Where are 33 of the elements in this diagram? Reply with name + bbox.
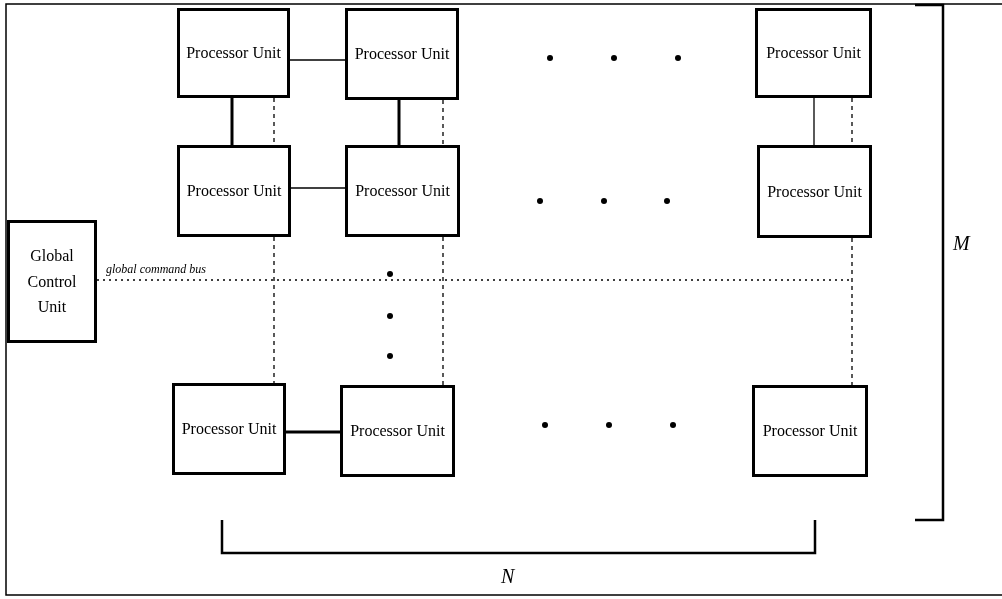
dimension-label: M [953, 233, 970, 253]
unit-box [177, 8, 290, 98]
connector-line [397, 100, 401, 145]
connector-line [851, 237, 853, 386]
unit-label: Processor Unit [186, 181, 282, 202]
unit-label: Processor Unit [181, 419, 277, 440]
connector-line [290, 187, 346, 189]
connector-line [230, 98, 234, 145]
connector-line [289, 59, 346, 61]
unit-box [340, 385, 455, 477]
connector-line [442, 99, 444, 146]
unit-label: Processor Unit [762, 421, 858, 442]
connector-line [273, 236, 275, 384]
dimension-label: N [501, 566, 515, 586]
unit-label: Processor Unit [355, 181, 450, 202]
unit-box [177, 145, 291, 237]
unit-box [172, 383, 286, 475]
unit-box [345, 8, 459, 100]
unit-label: Global Control Unit [26, 246, 78, 318]
connector-line [442, 236, 444, 386]
unit-label: Processor Unit [766, 43, 861, 64]
connector-line [813, 97, 815, 146]
edge-label: global command bus [105, 263, 207, 275]
unit-box [757, 145, 872, 238]
connector-line [286, 430, 340, 434]
unit-label: Processor Unit [186, 43, 281, 64]
unit-label: Processor Unit [354, 44, 450, 65]
unit-label: Processor Unit [767, 181, 862, 202]
unit-box [755, 8, 872, 98]
unit-label: Processor Unit [350, 421, 445, 442]
unit-box [345, 145, 460, 237]
unit-box [7, 220, 97, 343]
unit-box [752, 385, 868, 477]
